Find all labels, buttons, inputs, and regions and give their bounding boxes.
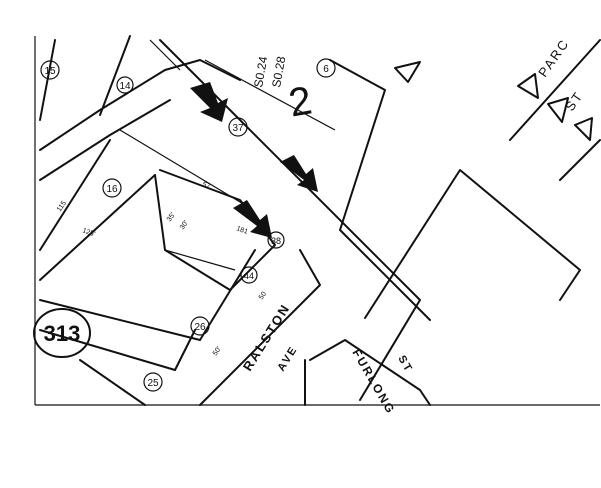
ralston-street-suffix: AVE	[275, 344, 300, 374]
triangle-marker-4	[574, 117, 593, 141]
arrow-1	[190, 82, 228, 122]
parcel-circle-15	[40, 60, 60, 80]
row-mark-1: S0.28	[269, 55, 288, 89]
parcel-circles	[33, 58, 336, 392]
parcel-number-15: 15	[44, 66, 56, 77]
parcel-number-25: 25	[147, 378, 159, 389]
parcel-number-14: 14	[119, 81, 131, 92]
parcel-circle-37	[228, 117, 248, 137]
dimension-30: 30'	[179, 220, 190, 231]
arrow-2	[280, 155, 318, 192]
furlong-street-suffix: ST	[395, 354, 414, 376]
dimension-115: 115	[56, 200, 68, 213]
parcel-number-6: 6	[323, 64, 329, 75]
parcel-circle-44	[240, 266, 258, 284]
triangle-marker-1	[394, 61, 421, 83]
dimension-50: 50	[258, 291, 268, 301]
map-frame	[34, 36, 600, 406]
dimension-50-prime: 50'	[212, 346, 223, 357]
parcel-circle-14	[116, 76, 134, 94]
parcel-number-26: 26	[194, 322, 206, 333]
parcel-number-37: 37	[232, 123, 244, 134]
parcel-circle-26	[190, 316, 210, 336]
right-block	[304, 39, 601, 406]
arrow-3	[233, 200, 272, 238]
furlong-street-name: FURLONG	[349, 347, 398, 418]
parcel-number-16: 16	[106, 184, 118, 195]
row-mark-2: S0.24	[251, 55, 270, 89]
book-page-circle	[33, 308, 91, 358]
parcel-number-44: 44	[244, 271, 254, 281]
triangle-marker-3	[547, 97, 569, 123]
parcel-circle-6	[316, 58, 336, 78]
row-marks: S0.28 S0.24	[251, 55, 288, 89]
book-page-number: 313	[44, 321, 81, 346]
dimension-57: 57	[201, 181, 211, 190]
parcel-circle-16	[102, 178, 122, 198]
dimension-181: 181	[235, 225, 248, 236]
parcel-circle-25	[143, 372, 163, 392]
triangle-marker-2	[517, 73, 539, 99]
parc-street-label: PARC	[535, 36, 572, 80]
dimension-35: 35'	[166, 212, 177, 223]
parcel-circle-38	[267, 231, 285, 249]
triangle-markers	[394, 61, 593, 141]
pointer-arrows	[190, 82, 318, 238]
dimension-125: 125'	[81, 227, 96, 238]
parcel-number-2: 2	[286, 78, 316, 125]
parcel-number-38: 38	[271, 236, 281, 246]
